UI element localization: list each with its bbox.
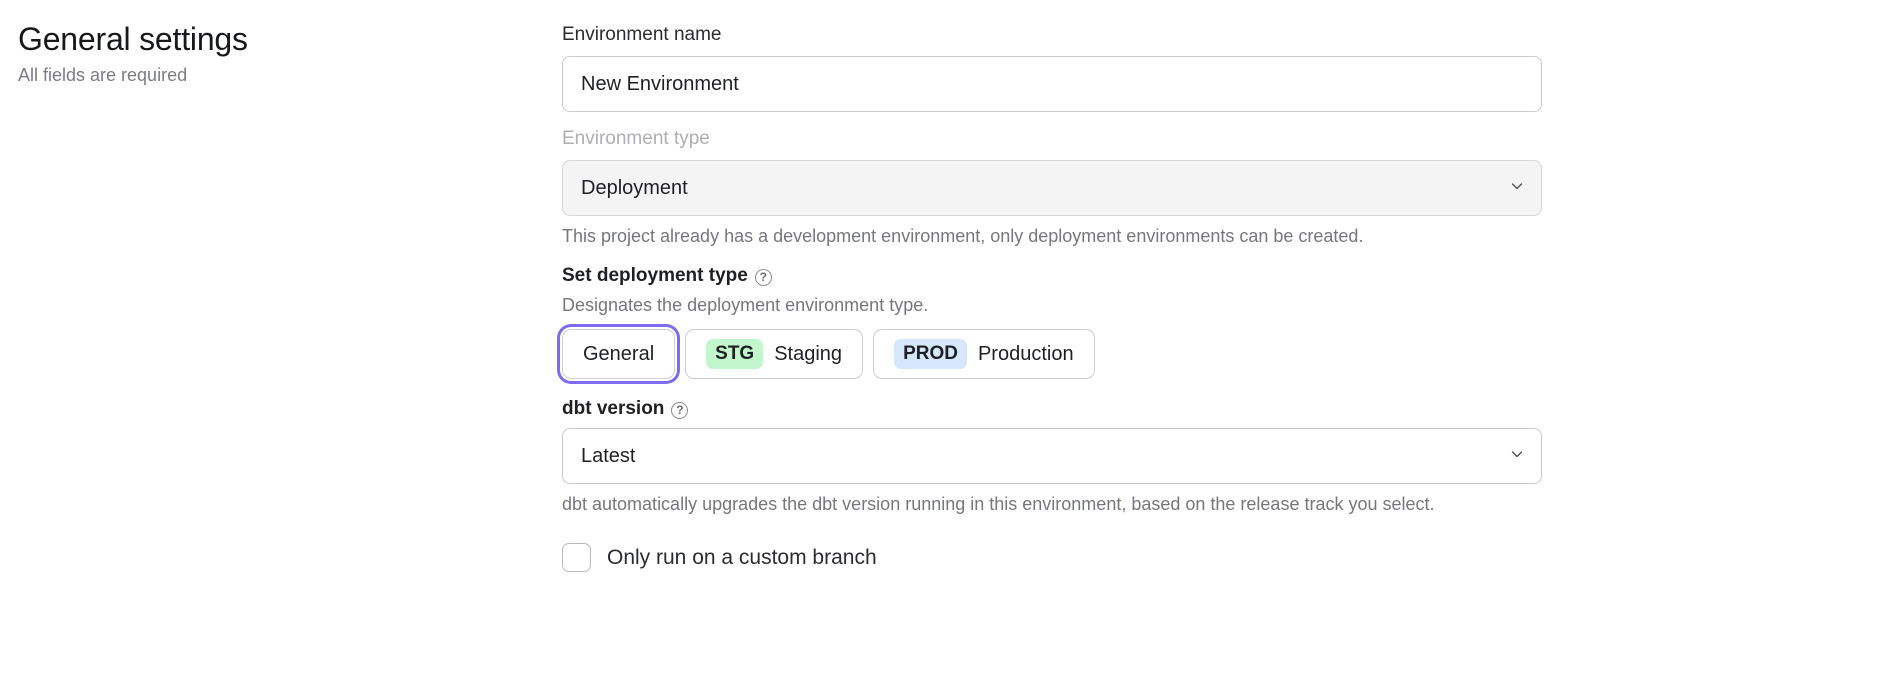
- deployment-type-group: Set deployment type Designates the deplo…: [562, 263, 1862, 379]
- spacer: [562, 112, 1862, 126]
- custom-branch-checkbox[interactable]: [562, 543, 591, 572]
- deployment-type-option-staging-label: Staging: [774, 342, 843, 365]
- page-header: General settings All fields are required: [18, 18, 558, 88]
- staging-badge: STG: [706, 339, 764, 369]
- help-circle-icon[interactable]: [671, 401, 689, 419]
- dbt-version-field-group: dbt version Latest dbt automatically upg…: [562, 396, 1862, 517]
- chevron-down-icon: [1510, 447, 1524, 461]
- production-badge: PROD: [894, 339, 967, 369]
- dbt-version-help-text: dbt automatically upgrades the dbt versi…: [562, 494, 1435, 514]
- deployment-type-option-production[interactable]: PROD Production: [873, 329, 1095, 379]
- dbt-version-label: dbt version: [562, 398, 665, 419]
- help-circle-icon[interactable]: [754, 268, 772, 286]
- deployment-type-option-production-label: Production: [977, 342, 1074, 365]
- deployment-type-option-general-label: General: [583, 342, 655, 365]
- deployment-type-title: Set deployment type: [562, 265, 748, 286]
- custom-branch-label[interactable]: Only run on a custom branch: [607, 546, 877, 569]
- custom-branch-row: Only run on a custom branch: [562, 543, 1862, 572]
- deployment-type-description: Designates the deployment environment ty…: [562, 295, 929, 315]
- dbt-version-label-row: dbt version: [562, 396, 1862, 422]
- environment-type-label: Environment type: [562, 128, 710, 149]
- environment-type-help-text: This project already has a development e…: [562, 226, 1364, 246]
- deployment-type-option-staging[interactable]: STG Staging: [685, 329, 864, 379]
- page-title: General settings: [18, 21, 248, 57]
- environment-type-value: Deployment: [581, 177, 688, 199]
- deployment-type-title-row: Set deployment type: [562, 263, 1862, 289]
- environment-name-label: Environment name: [562, 24, 722, 45]
- settings-form: Environment name Environment type Deploy…: [562, 22, 1862, 572]
- environment-type-field-group: Environment type Deployment This project…: [562, 126, 1862, 249]
- chevron-down-icon: [1510, 179, 1524, 193]
- page-subtitle: All fields are required: [18, 65, 188, 85]
- environment-name-input[interactable]: [562, 56, 1542, 112]
- deployment-type-options: General STG Staging PROD Production: [562, 329, 1862, 379]
- dbt-version-select[interactable]: Latest: [562, 428, 1542, 484]
- deployment-type-option-general[interactable]: General: [562, 329, 676, 379]
- environment-type-select[interactable]: Deployment: [562, 160, 1542, 216]
- environment-name-field-group: Environment name: [562, 22, 1862, 112]
- dbt-version-value: Latest: [581, 445, 636, 467]
